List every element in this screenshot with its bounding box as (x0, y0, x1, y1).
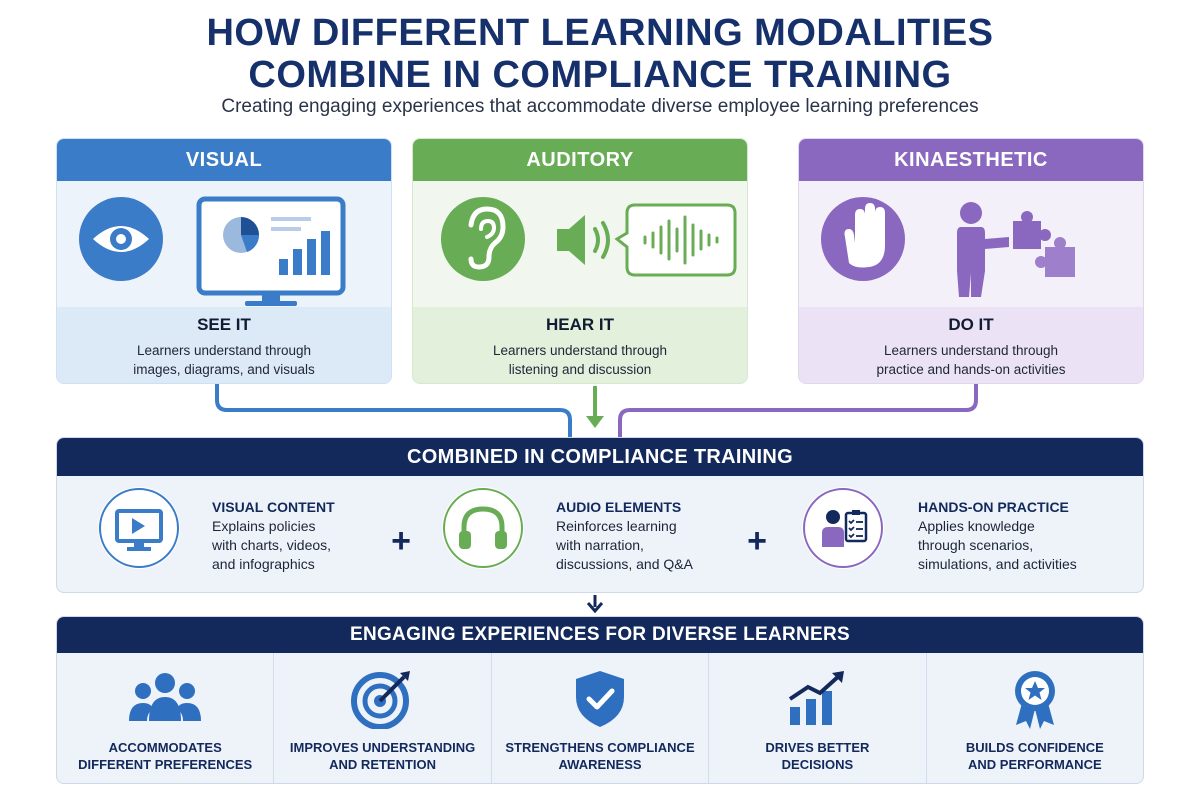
speaker-icon (557, 215, 610, 265)
down-arrow-icon (586, 595, 604, 613)
kinaesthetic-card-heading: DO IT (948, 315, 994, 334)
benefit-label: IMPROVES UNDERSTANDING AND RETENTION (274, 739, 490, 773)
audio-elements-line-2: with narration, (556, 537, 644, 553)
benefit-item: STRENGTHENS COMPLIANCE AWARENESS (492, 653, 710, 783)
kinaesthetic-card-line-2: practice and hands-on activities (876, 362, 1066, 377)
visual-content-line-2: with charts, videos, (212, 537, 332, 553)
combined-panel: COMBINED IN COMPLIANCE TRAINING (56, 437, 1144, 593)
kinaesthetic-card-line-1: Learners understand through (883, 343, 1059, 358)
hands-on-practice-text: HANDS-ON PRACTICE Applies knowledge thro… (918, 498, 1118, 574)
audio-wave-bubble-icon (614, 203, 737, 277)
benefit-label-line-2: DECISIONS (781, 757, 854, 772)
benefit-item: IMPROVES UNDERSTANDING AND RETENTION (274, 653, 492, 783)
eye-icon (79, 197, 163, 281)
visual-card-heading: SEE IT (197, 315, 251, 334)
benefit-list: ACCOMMODATES DIFFERENT PREFERENCES IMPRO… (57, 653, 1143, 783)
benefit-label: BUILDS CONFIDENCE AND PERFORMANCE (927, 739, 1143, 773)
visual-card-header: VISUAL (57, 139, 391, 181)
visual-card-line-2: images, diagrams, and visuals (133, 362, 315, 377)
hand-icon (821, 197, 905, 281)
auditory-card-description: HEAR IT Learners understand through list… (413, 307, 747, 383)
benefit-label: DRIVES BETTER DECISIONS (709, 739, 925, 773)
combined-panel-header: COMBINED IN COMPLIANCE TRAINING (57, 438, 1143, 476)
person-puzzle-icon (957, 202, 1075, 297)
kinaesthetic-card-header: KINAESTHETIC (799, 139, 1143, 181)
benefit-item: BUILDS CONFIDENCE AND PERFORMANCE (927, 653, 1143, 783)
title-line-1: HOW DIFFERENT LEARNING MODALITIES (206, 12, 994, 54)
benefit-label-line-1: ACCOMMODATES (108, 740, 222, 755)
kinaesthetic-card-illustration (799, 181, 1143, 307)
plus-icon: + (747, 522, 767, 560)
benefit-label-line-2: AWARENESS (558, 757, 642, 772)
visual-content-line-1: Explains policies (212, 518, 316, 534)
audio-elements-text: AUDIO ELEMENTS Reinforces learning with … (556, 498, 756, 574)
benefit-label-line-2: AND RETENTION (329, 757, 437, 772)
benefit-label-line-2: AND PERFORMANCE (968, 757, 1102, 772)
auditory-card: AUDITORY (412, 138, 748, 384)
benefit-label-line-1: BUILDS CONFIDENCE (965, 740, 1104, 755)
benefit-label: STRENGTHENS COMPLIANCE AWARENESS (492, 739, 708, 773)
award-badge-icon (1014, 671, 1055, 729)
benefit-item: DRIVES BETTER DECISIONS (709, 653, 927, 783)
hands-on-practice-line-3: simulations, and activities (918, 556, 1077, 572)
plus-icon: + (391, 522, 411, 560)
page-title: HOW DIFFERENT LEARNING MODALITIES COMBIN… (0, 12, 1200, 96)
hands-on-practice-title: HANDS-ON PRACTICE (918, 499, 1069, 515)
visual-card-line-1: Learners understand through (136, 343, 312, 358)
visual-card-description: SEE IT Learners understand through image… (57, 307, 391, 383)
auditory-card-illustration (413, 181, 747, 307)
engaging-panel-header: ENGAGING EXPERIENCES FOR DIVERSE LEARNER… (57, 617, 1143, 653)
auditory-card-header: AUDITORY (413, 139, 747, 181)
visual-content-title: VISUAL CONTENT (212, 499, 335, 515)
engaging-panel: ENGAGING EXPERIENCES FOR DIVERSE LEARNER… (56, 616, 1144, 784)
growth-chart-icon (789, 671, 845, 725)
benefit-label-line-1: IMPROVES UNDERSTANDING (289, 740, 476, 755)
kinaesthetic-card-description: DO IT Learners understand through practi… (799, 307, 1143, 383)
auditory-card-line-1: Learners understand through (492, 343, 668, 358)
hands-on-practice-line-2: through scenarios, (918, 537, 1034, 553)
auditory-card-heading: HEAR IT (546, 315, 614, 334)
visual-content-line-3: and infographics (212, 556, 315, 572)
audio-elements-title: AUDIO ELEMENTS (556, 499, 682, 515)
ear-icon (441, 197, 525, 281)
title-line-2: COMBINE IN COMPLIANCE TRAINING (248, 54, 952, 96)
connector-lines (215, 384, 978, 438)
benefit-item: ACCOMMODATES DIFFERENT PREFERENCES (57, 653, 275, 783)
benefit-label-line-1: DRIVES BETTER (765, 740, 870, 755)
auditory-card-line-2: listening and discussion (508, 362, 652, 377)
visual-content-icon (98, 487, 180, 569)
audio-elements-line-1: Reinforces learning (556, 518, 677, 534)
person-checklist-icon (802, 487, 884, 569)
benefit-label-line-2: DIFFERENT PREFERENCES (78, 757, 253, 772)
hands-on-practice-line-1: Applies knowledge (918, 518, 1035, 534)
headphones-icon (442, 487, 524, 569)
benefit-label-line-1: STRENGTHENS COMPLIANCE (505, 740, 695, 755)
visual-card-illustration (57, 181, 391, 307)
visual-content-text: VISUAL CONTENT Explains policies with ch… (212, 498, 412, 574)
audio-elements-line-3: discussions, and Q&A (556, 556, 693, 572)
page-subtitle: Creating engaging experiences that accom… (221, 96, 979, 117)
monitor-chart-icon (196, 196, 346, 306)
target-icon (350, 671, 410, 729)
group-icon (129, 673, 202, 721)
shield-check-icon (576, 671, 625, 727)
benefit-label: ACCOMMODATES DIFFERENT PREFERENCES (57, 739, 273, 773)
visual-card: VISUAL (56, 138, 392, 384)
kinaesthetic-card: KINAESTHETIC DO IT Learners understand t… (798, 138, 1144, 384)
